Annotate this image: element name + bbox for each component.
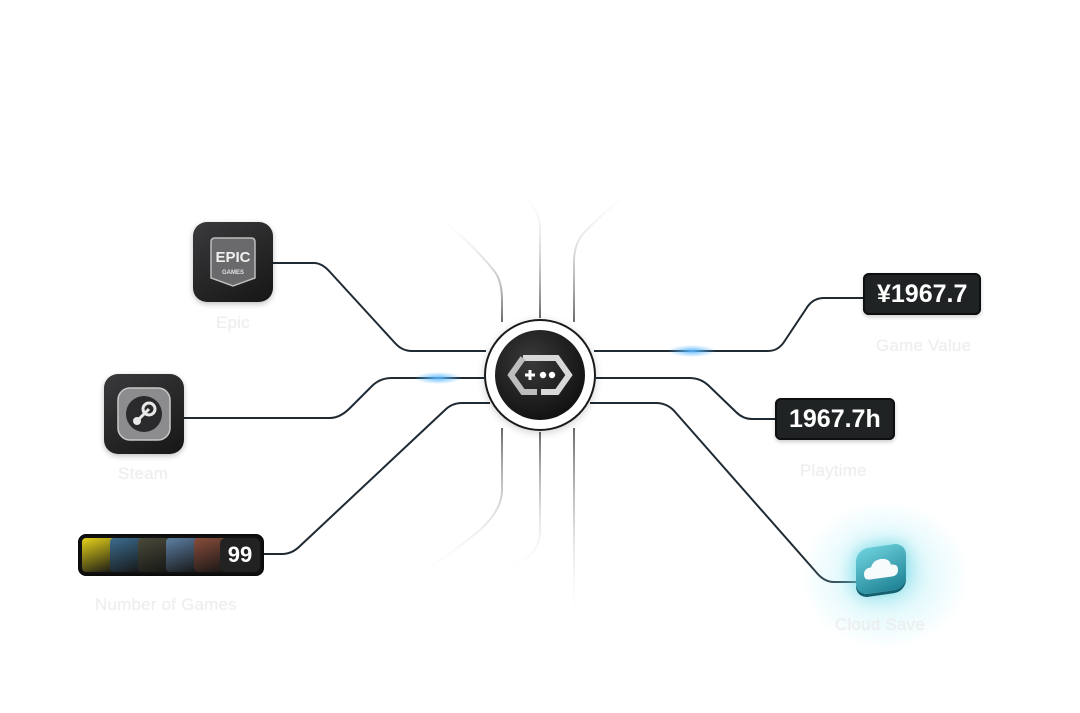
epic-games-tile[interactable]: EPIC GAMES: [193, 222, 273, 302]
playtime-label: Playtime: [800, 461, 867, 480]
game-value-label: Game Value: [876, 336, 972, 355]
connector-game-value: [594, 297, 864, 352]
pulse-glow-right: [668, 345, 716, 357]
epic-label: Epic: [216, 313, 250, 332]
epic-logo-bottom-text: GAMES: [222, 270, 244, 276]
deco-line-top-1: [431, 212, 503, 322]
games-cover-strip[interactable]: 99: [78, 534, 264, 576]
hub-node[interactable]: [484, 319, 596, 431]
games-count-badge: 99: [220, 538, 260, 572]
connector-epic: [272, 262, 486, 352]
connector-steam: [184, 377, 484, 419]
connector-playtime: [596, 377, 776, 420]
deco-line-top-2: [509, 185, 541, 318]
hub-icon-disc: [495, 330, 585, 420]
deco-line-bottom-2: [499, 432, 541, 581]
steam-label: Steam: [118, 464, 169, 483]
pulse-glow-left: [414, 372, 462, 384]
games-label: Number of Games: [95, 595, 237, 614]
steam-logo-icon: [117, 387, 171, 441]
deco-line-bottom-1: [403, 428, 503, 583]
controller-link-icon: [507, 355, 573, 395]
game-value-chip: ¥1967.7: [863, 273, 982, 315]
playtime-chip: 1967.7h: [775, 398, 895, 440]
cloud-save-label: Cloud Save: [835, 615, 925, 634]
deco-line-bottom-3: [573, 428, 595, 625]
connector-games: [264, 402, 490, 555]
steam-tile[interactable]: [104, 374, 184, 454]
epic-games-logo-icon: EPIC GAMES: [210, 237, 256, 287]
cloud-icon: [864, 558, 898, 580]
epic-logo-top-text: EPIC: [215, 249, 250, 266]
cloud-save-tile[interactable]: [856, 542, 906, 596]
deco-line-top-3: [573, 182, 641, 322]
